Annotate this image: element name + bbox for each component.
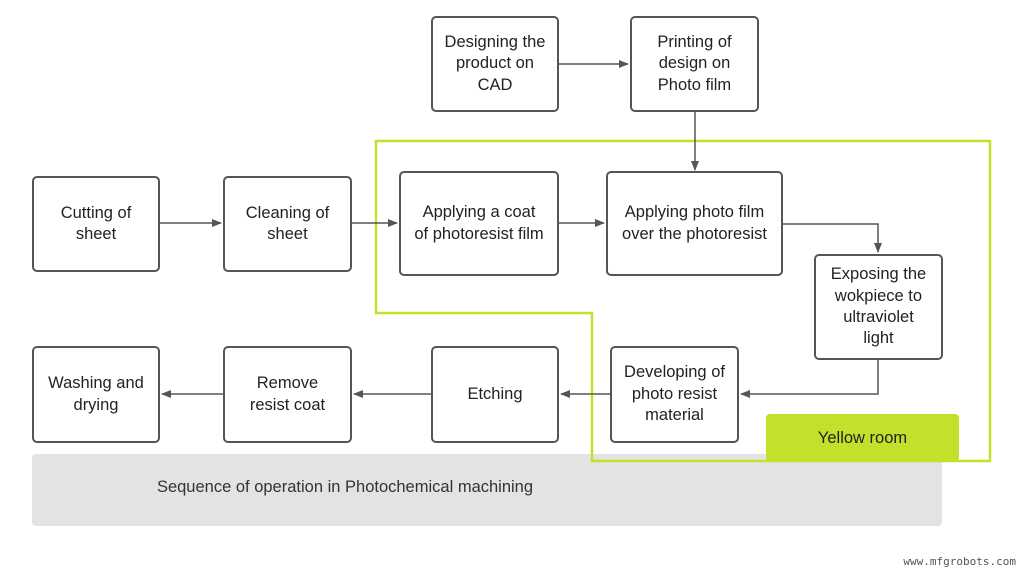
node-applying-coat: Applying a coat of photoresist film xyxy=(399,171,559,276)
node-applying-photo-film: Applying photo film over the photoresist xyxy=(606,171,783,276)
node-designing-cad: Designing the product on CAD xyxy=(431,16,559,112)
node-cleaning-sheet: Cleaning of sheet xyxy=(223,176,352,272)
node-remove-resist: Remove resist coat xyxy=(223,346,352,443)
node-printing-photo-film: Printing of design on Photo film xyxy=(630,16,759,112)
caption-band xyxy=(32,454,942,526)
node-cutting-sheet: Cutting of sheet xyxy=(32,176,160,272)
diagram-caption: Sequence of operation in Photochemical m… xyxy=(156,478,534,496)
yellow-room-outline xyxy=(374,139,992,463)
watermark: www.mfgrobots.com xyxy=(903,555,1016,568)
node-exposing-uv: Exposing the wokpiece to ultraviolet lig… xyxy=(814,254,943,360)
arrow-photofilm-to-exposing xyxy=(783,223,882,253)
node-etching: Etching xyxy=(431,346,559,443)
node-developing-photoresist: Developing of photo resist material xyxy=(610,346,739,443)
arrow-exposing-to-developing xyxy=(740,360,879,398)
yellow-room-label: Yellow room xyxy=(766,414,959,462)
node-washing-drying: Washing and drying xyxy=(32,346,160,443)
